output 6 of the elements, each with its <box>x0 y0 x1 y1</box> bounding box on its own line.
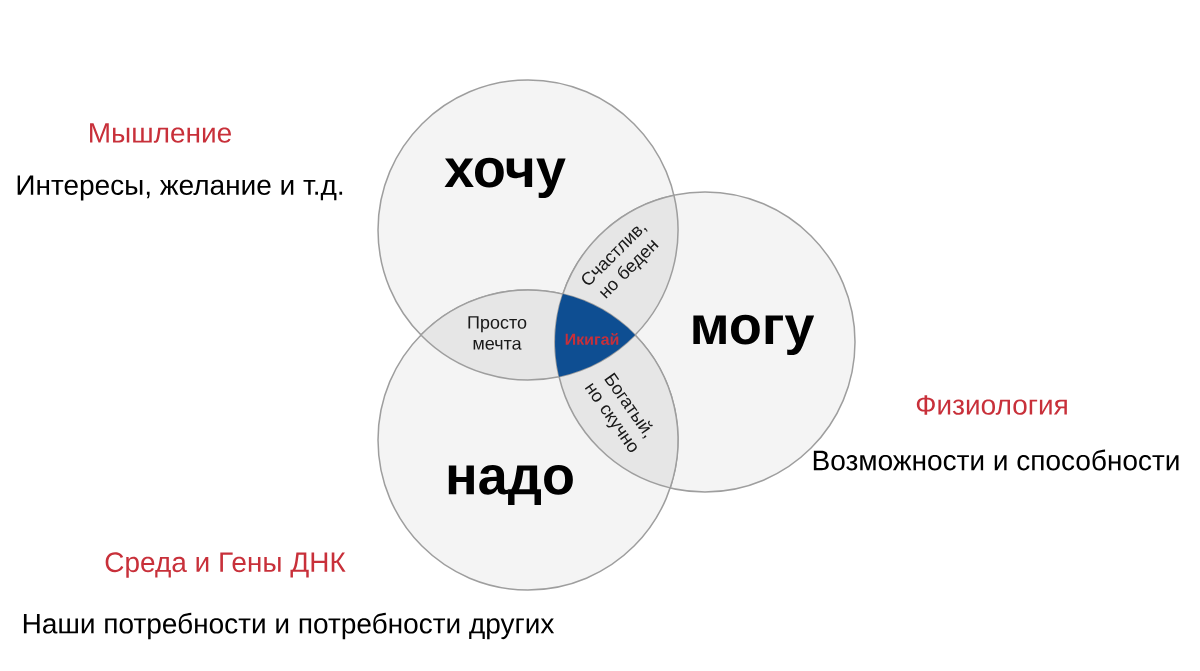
description: Наши потребности и потребности других <box>23 612 555 640</box>
heading: Физиология <box>916 395 1067 415</box>
heading: Среда и Гены ДНК <box>105 552 346 578</box>
overlap-region: Просто мечта <box>420 289 564 381</box>
heading: Мышление <box>90 123 231 143</box>
description: Интересы, желание и т.д. <box>17 175 343 201</box>
